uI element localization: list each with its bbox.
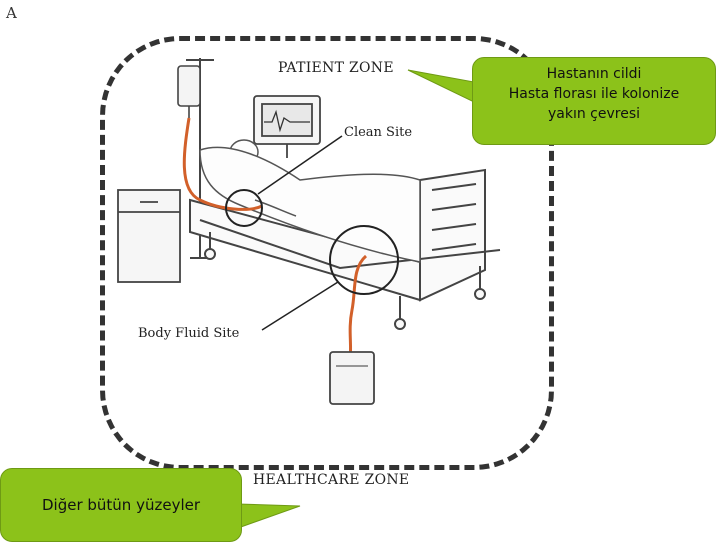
callout-line: yakın çevresi bbox=[547, 106, 641, 122]
drain-tube bbox=[348, 254, 368, 361]
callout-line: Hastanın cildi bbox=[546, 66, 642, 82]
healthcare-zone-callout: Diğer bütün yüzeyler bbox=[0, 468, 242, 542]
bedside-cabinet bbox=[117, 189, 181, 283]
top-callout-pointer bbox=[407, 69, 475, 103]
healthcare-zone-title: HEALTHCARE ZONE bbox=[253, 472, 410, 488]
iv-tube bbox=[182, 117, 263, 211]
callout-line: Hasta florası ile kolonize bbox=[508, 86, 680, 102]
clean-site-label: Clean Site bbox=[344, 125, 413, 140]
iv-bag bbox=[177, 65, 201, 118]
bottom-callout-pointer bbox=[237, 503, 301, 529]
body-fluid-site-label: Body Fluid Site bbox=[138, 326, 240, 341]
patient-monitor bbox=[253, 95, 321, 158]
body-fluid-site-leader bbox=[261, 281, 339, 331]
body-fluid-site-circle bbox=[329, 225, 399, 295]
clean-site-circle bbox=[225, 189, 263, 227]
patient-zone-title: PATIENT ZONE bbox=[276, 60, 396, 76]
panel-letter: A bbox=[6, 4, 17, 22]
patient-zone-callout: Hastanın cildi Hasta florası ile koloniz… bbox=[472, 57, 716, 145]
patient bbox=[199, 139, 421, 263]
clean-site-leader bbox=[257, 135, 343, 195]
drainage-bag bbox=[329, 351, 375, 405]
patient-zone-boundary bbox=[100, 36, 554, 470]
